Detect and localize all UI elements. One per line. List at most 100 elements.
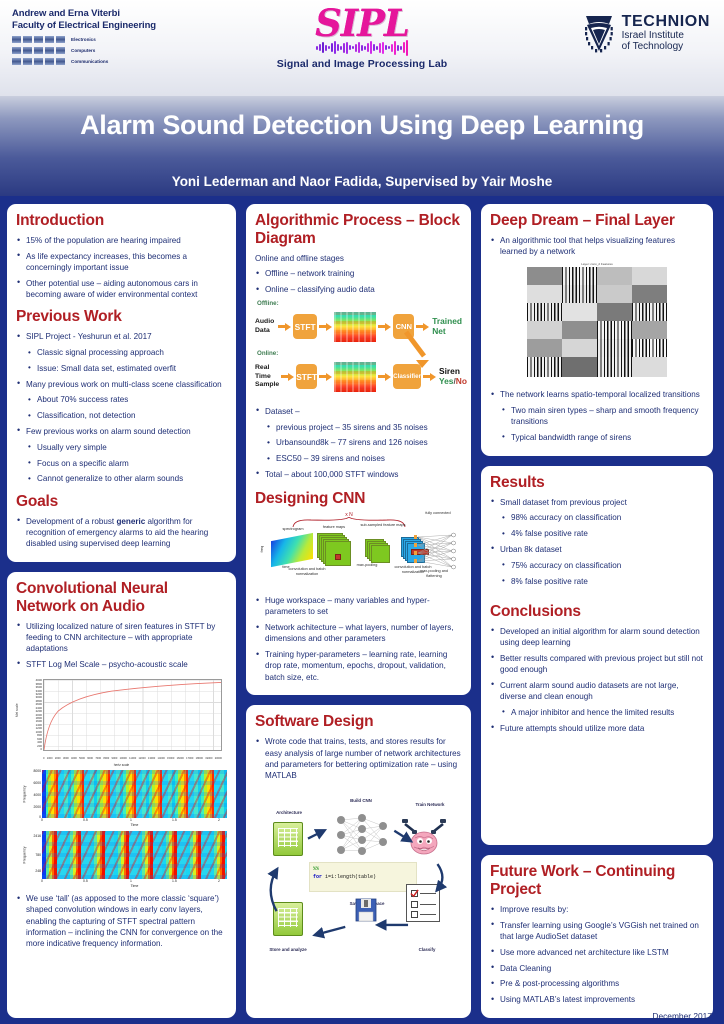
tick: 4000 bbox=[71, 757, 77, 761]
matlab-code-snippet: %% for i=1:length(table) bbox=[309, 862, 417, 893]
offline-chain: Audio Data STFT CNN Trained Net bbox=[255, 308, 462, 346]
tick: 2200 bbox=[35, 709, 42, 714]
list-item-text: SIPL Project - Yeshurun et al. 2017 bbox=[26, 332, 152, 342]
list-item: We use ‘tall’ (as apposed to the more cl… bbox=[16, 893, 227, 949]
tick: 800 bbox=[37, 733, 42, 738]
future-work-bullets: Improve results by: Transfer learning us… bbox=[490, 904, 704, 1006]
sipl-lab-subtitle: Signal and Image Processing Lab bbox=[276, 58, 448, 70]
tick: 18000 bbox=[195, 757, 203, 761]
list-item: Developed an initial algorithm for alarm… bbox=[490, 625, 704, 648]
faculty-row-label: Electronics bbox=[71, 36, 96, 42]
faculty-row: Communications bbox=[12, 57, 156, 66]
sub-list-item: Urbansound8k – 77 sirens and 126 noises bbox=[265, 437, 462, 448]
tick: 16000 bbox=[176, 757, 184, 761]
online-output-label: Siren Yes/No bbox=[439, 367, 467, 386]
online-output-slash: / bbox=[453, 375, 456, 386]
list-item: Use more advanced net architecture like … bbox=[490, 946, 704, 958]
tick: 780 bbox=[35, 853, 41, 858]
section-heading-previous-work: Previous Work bbox=[16, 308, 122, 326]
sub-list-item: 4% false positive rate bbox=[500, 528, 704, 539]
tick: 2000 bbox=[54, 757, 61, 761]
tick: 4000 bbox=[35, 678, 42, 683]
list-item: Huge workspace – many variables and hype… bbox=[255, 595, 462, 617]
viterbi-faculty-logo: Andrew and Erna Viterbi Faculty of Elect… bbox=[12, 8, 156, 68]
tick: 13000 bbox=[148, 757, 156, 761]
poster-body: Introduction 15% of the population are h… bbox=[0, 196, 724, 1024]
tick: 3000 bbox=[35, 695, 42, 700]
list-item-text: Small dataset from previous project bbox=[500, 497, 627, 507]
section-heading-future-work: Future Work – Continuing Project bbox=[490, 863, 676, 899]
grid-square-icon bbox=[12, 58, 21, 65]
technion-emblem-icon bbox=[584, 16, 613, 53]
mel-chart-xlabel: hertz scale bbox=[113, 762, 130, 767]
floppy-disk-save-icon bbox=[355, 898, 377, 922]
list-item: Urban 8k dataset 75% accuracy on classif… bbox=[490, 543, 704, 587]
tick: 400 bbox=[37, 740, 42, 745]
tick: 15000 bbox=[167, 757, 175, 761]
poster-header: Andrew and Erna Viterbi Faculty of Elect… bbox=[0, 0, 724, 96]
algorithmic-intro: Online and offline stages bbox=[255, 254, 344, 263]
list-item: Utilizing localized nature of siren feat… bbox=[16, 620, 227, 655]
tick: 2000 bbox=[33, 805, 41, 810]
list-item: Few previous works on alarm sound detect… bbox=[16, 425, 227, 485]
list-item-text: Few previous works on alarm sound detect… bbox=[26, 426, 191, 436]
sub-list-item: Usually very simple bbox=[26, 441, 227, 453]
section-heading-algorithmic-process: Algorithmic Process – Block Diagram bbox=[255, 212, 460, 247]
offline-output-line-2: Net bbox=[432, 325, 446, 336]
grid-square-icon bbox=[45, 58, 54, 65]
card-introduction-previous-goals: Introduction 15% of the population are h… bbox=[5, 202, 238, 564]
technion-name: TECHNION bbox=[621, 12, 710, 30]
arrow-right-icon bbox=[378, 372, 392, 381]
card-algorithmic-process: Algorithmic Process – Block Diagram Onli… bbox=[244, 202, 473, 698]
tick: 19000 bbox=[205, 757, 213, 761]
technion-sub-2: of Technology bbox=[621, 41, 684, 52]
cnn-conv-bn-label-1: convolution and batch normalization bbox=[288, 567, 326, 576]
sub-list-item: 75% accuracy on classification bbox=[500, 559, 704, 571]
sub-list: About 70% success rates Classification, … bbox=[26, 394, 227, 421]
tick: 10000 bbox=[119, 757, 127, 761]
tick: 1400 bbox=[35, 722, 42, 727]
list-item: Pre & post-processing algorithms bbox=[490, 978, 704, 989]
section-heading-deep-dream: Deep Dream – Final Layer bbox=[490, 212, 675, 229]
sw-label-build-cnn: Build CNN bbox=[350, 798, 372, 804]
list-item: Many previous work on multi-class scene … bbox=[16, 378, 227, 422]
grid-square-icon bbox=[12, 36, 21, 43]
tick: 5000 bbox=[79, 757, 85, 761]
column-right: Deep Dream – Final Layer An algorithmic … bbox=[479, 202, 715, 1020]
tick: 3600 bbox=[35, 685, 42, 690]
grid-square-icon bbox=[56, 36, 65, 43]
list-item: 15% of the population are hearing impair… bbox=[16, 234, 227, 246]
tick: 3000 bbox=[62, 757, 69, 761]
deep-dream-figure: Layer: conv_2 Features bbox=[490, 262, 704, 382]
code-comment-marker: %% bbox=[313, 866, 320, 873]
tick: 6000 bbox=[33, 781, 41, 786]
tick: 2600 bbox=[35, 702, 42, 707]
online-output-line-1: Siren bbox=[438, 366, 460, 377]
section-heading-software-design: Software Design bbox=[255, 713, 374, 731]
list-item-text: Current alarm sound audio datasets are n… bbox=[500, 680, 679, 701]
sw-label-classify: Classify bbox=[418, 947, 436, 952]
check-icon bbox=[410, 889, 419, 898]
mel-scale-chart: Mel scale 4000 3800 3600 3400 3200 3000 … bbox=[15, 675, 227, 768]
online-chain: Real Time Sample STFT Classifier Siren Y… bbox=[255, 358, 467, 396]
cnn-maxpool-label: max-pooling bbox=[356, 563, 378, 568]
deep-dream-image-caption: Layer: conv_2 Features bbox=[581, 262, 613, 266]
technion-sub-1: Israel Institute bbox=[621, 29, 684, 41]
cnn-time-axis-label: time bbox=[282, 565, 290, 570]
cnn-audio-closing-bullet: We use ‘tall’ (as apposed to the more cl… bbox=[16, 893, 227, 949]
list-item-text: Many previous work on multi-class scene … bbox=[26, 379, 222, 389]
cnn-conv-bn-label-2: convolution and batch normalization bbox=[394, 565, 432, 574]
conclusions-bullets: Developed an initial algorithm for alarm… bbox=[490, 625, 704, 734]
mel-chart-canvas: Mel scale 4000 3800 3600 3400 3200 3000 … bbox=[15, 675, 227, 768]
list-item: Current alarm sound audio datasets are n… bbox=[490, 679, 704, 718]
spectrogram-thumbnail bbox=[334, 311, 377, 342]
list-item: An algorithmic tool that helps visualizi… bbox=[490, 234, 704, 257]
algorithmic-bullets: Offline – network training Online – clas… bbox=[255, 268, 462, 295]
list-item: Using MATLAB’s latest improvements bbox=[490, 994, 704, 1005]
tick: 1800 bbox=[35, 716, 42, 720]
sw-label-store-analyze: Store and analyze bbox=[269, 947, 307, 952]
results-bullets: Small dataset from previous project 98% … bbox=[490, 496, 704, 587]
cnn-fully-connected-graph bbox=[414, 532, 456, 570]
tick: 3400 bbox=[35, 688, 42, 693]
